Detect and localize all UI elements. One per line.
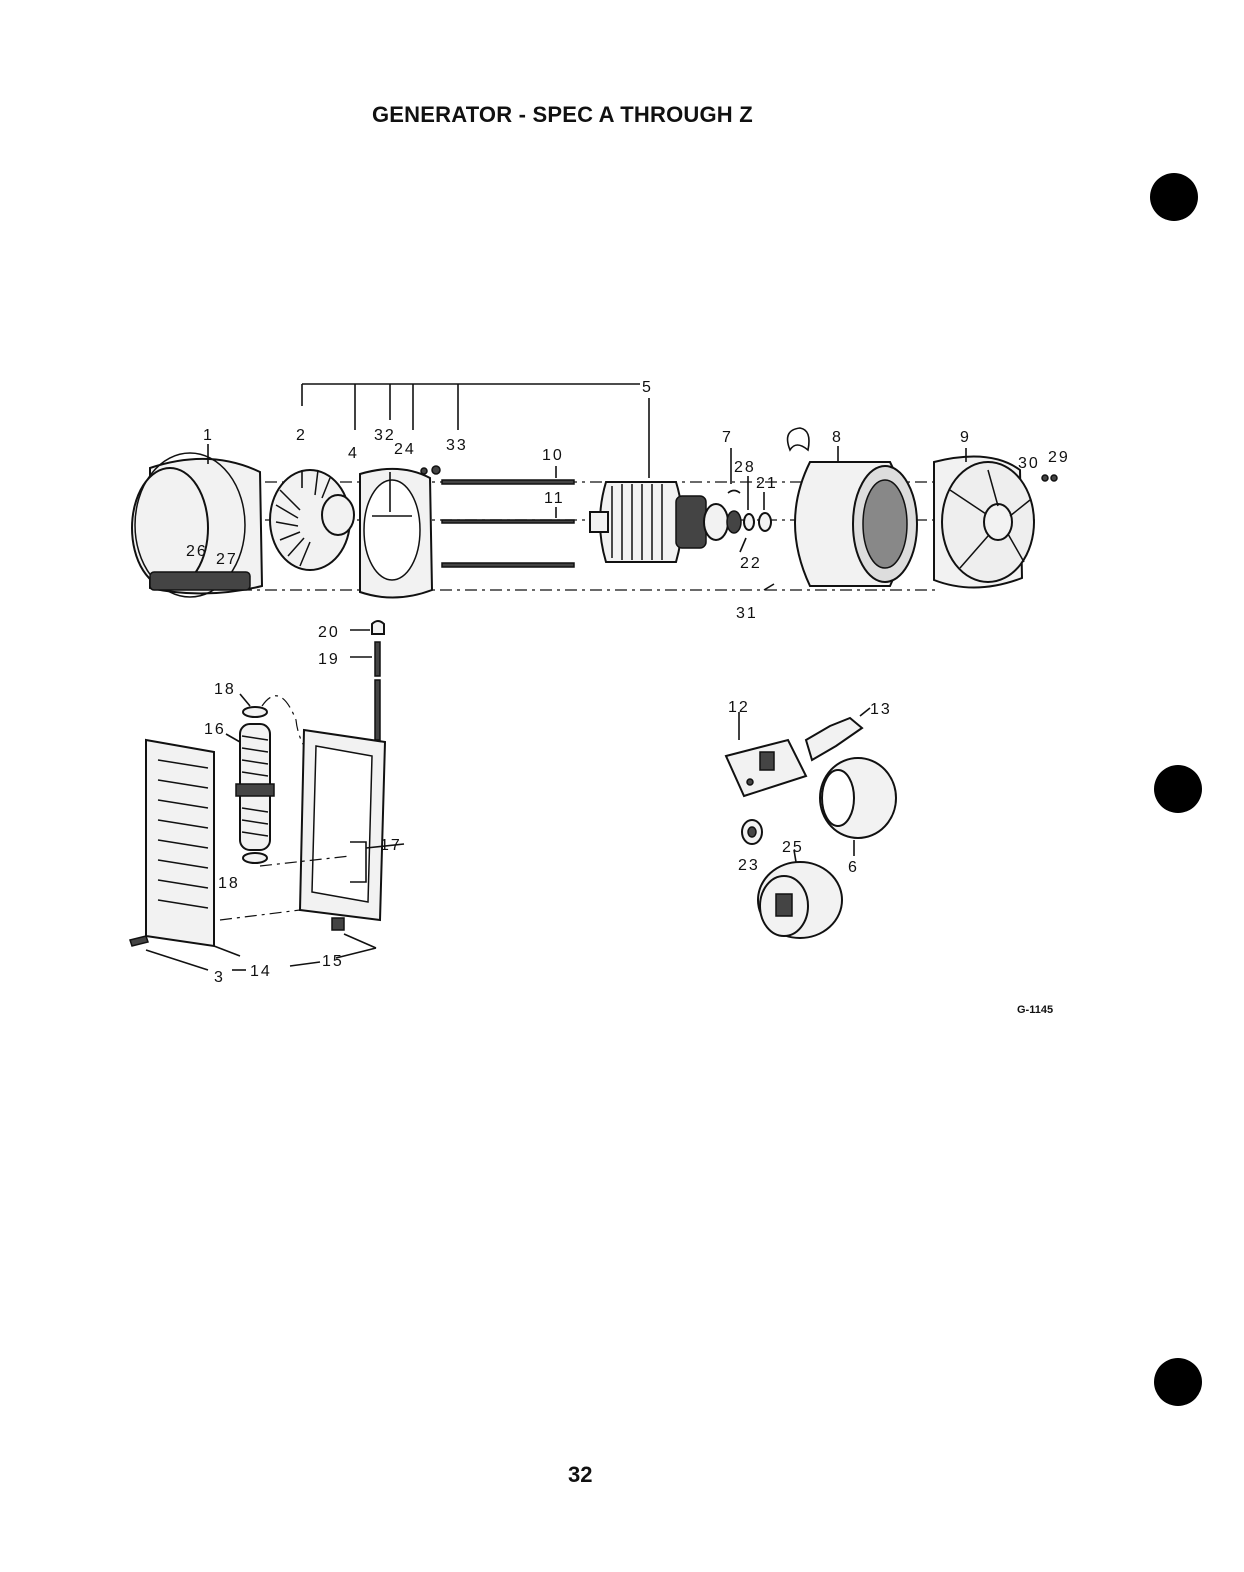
callout-25: 25 (782, 839, 804, 856)
page-title: GENERATOR - SPEC A THROUGH Z (372, 102, 753, 127)
callout-22: 22 (740, 555, 762, 572)
callout-20: 20 (318, 624, 340, 641)
callout-2: 2 (296, 427, 307, 444)
page-number: 32 (568, 1462, 593, 1487)
callout-5: 5 (642, 379, 653, 396)
bearing-washers (727, 448, 772, 553)
callout-27: 27 (216, 551, 238, 568)
callout-16: 16 (204, 721, 226, 738)
callout-28: 28 (734, 459, 756, 476)
callout-12: 12 (728, 699, 750, 716)
callout-5-bracket (301, 383, 650, 478)
binder-hole-bottom (1154, 1358, 1202, 1406)
callout-6: 6 (848, 859, 859, 876)
callout-8: 8 (832, 429, 843, 446)
callout-30: 30 (1018, 455, 1040, 472)
through-bolts (441, 466, 575, 568)
callout-26: 26 (186, 543, 208, 560)
callout-13: 13 (870, 701, 892, 718)
end-bracket (933, 448, 1058, 589)
callout-7: 7 (722, 429, 733, 446)
callout-31: 31 (736, 605, 758, 622)
callout-17: 17 (380, 837, 402, 854)
callout-9: 9 (960, 429, 971, 446)
cooling-fan (269, 469, 355, 571)
callout-1: 1 (203, 427, 214, 444)
end-bell-housing (131, 444, 264, 598)
binder-hole-middle (1154, 765, 1202, 813)
callout-32: 32 (374, 427, 396, 444)
brush-bearing-assembly (724, 707, 897, 939)
resistor-cover-assembly (129, 620, 405, 971)
callout-23: 23 (738, 857, 760, 874)
stator (763, 427, 918, 591)
callout-labels: 1 2 3 4 5 6 7 8 9 10 11 12 13 14 15 16 1… (186, 379, 1070, 986)
binder-hole-top (1150, 173, 1198, 221)
adapter-plate (359, 467, 434, 599)
callout-18-upper: 18 (214, 681, 236, 698)
callout-29: 29 (1048, 449, 1070, 466)
callout-21: 21 (756, 475, 778, 492)
fasteners-24-33 (420, 465, 441, 475)
callout-11: 11 (544, 490, 565, 507)
callout-19: 19 (318, 651, 340, 668)
callout-18-lower: 18 (218, 875, 240, 892)
callout-4: 4 (348, 445, 359, 462)
rotor-assembly (589, 481, 742, 563)
callout-33: 33 (446, 437, 468, 454)
callout-14: 14 (250, 963, 272, 980)
callout-3: 3 (214, 969, 225, 986)
figure-code: G-1145 (1017, 1004, 1054, 1016)
callout-10: 10 (542, 447, 564, 464)
callout-15: 15 (322, 953, 344, 970)
callout-24: 24 (394, 441, 416, 458)
